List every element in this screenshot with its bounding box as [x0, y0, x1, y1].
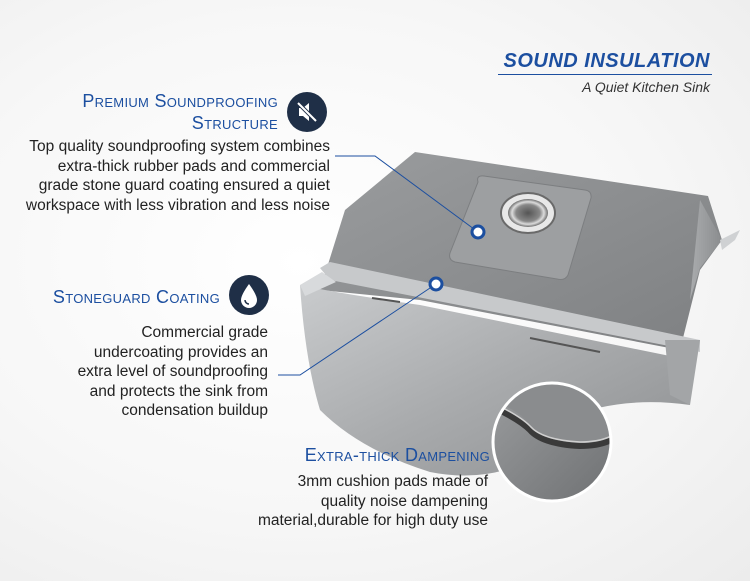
description-line: extra-thick rubber pads and commercial [57, 157, 330, 175]
feature-dampening-description: 3mm cushion pads made of quality noise d… [200, 472, 488, 531]
description-line: 3mm cushion pads made of [297, 473, 488, 490]
description-line: workspace with less vibration and less n… [25, 196, 330, 214]
description-line: extra level of soundproofing [77, 363, 268, 380]
header-divider [498, 74, 712, 75]
description-line: condensation buildup [121, 402, 268, 419]
feature-soundproofing-title: Premium Soundproofing Structure [40, 90, 278, 134]
description-line: quality noise dampening [320, 492, 488, 510]
description-line: Commercial grade [141, 324, 268, 341]
sink-side-right [680, 200, 722, 352]
description-line: grade stone guard coating ensured a quie… [38, 177, 330, 194]
description-line: undercoating provides an [93, 343, 268, 361]
feature-dampening-title: Extra-thick Dampening [304, 445, 490, 465]
feature-stoneguard-description: Commercial grade undercoating provides a… [50, 323, 268, 421]
header-subtitle: A Quiet Kitchen Sink [582, 79, 710, 95]
drain-hole [508, 199, 548, 227]
mute-speaker-icon [287, 92, 327, 132]
water-drop-icon [229, 275, 269, 315]
feature-soundproofing-title-line1: Premium Soundproofing [82, 91, 278, 111]
feature-stoneguard-title: Stoneguard Coating [52, 287, 220, 307]
header-title: SOUND INSULATION [503, 50, 710, 72]
dampening-magnifier [491, 381, 613, 503]
sink-side-panel [665, 340, 700, 405]
description-line: Top quality soundproofing system combine… [29, 138, 330, 155]
description-line: material,durable for high duty use [257, 512, 488, 529]
feature-soundproofing-description: Top quality soundproofing system combine… [0, 137, 330, 215]
description-line: and protects the sink from [89, 382, 268, 400]
feature-soundproofing-title-line2: Structure [191, 113, 278, 133]
